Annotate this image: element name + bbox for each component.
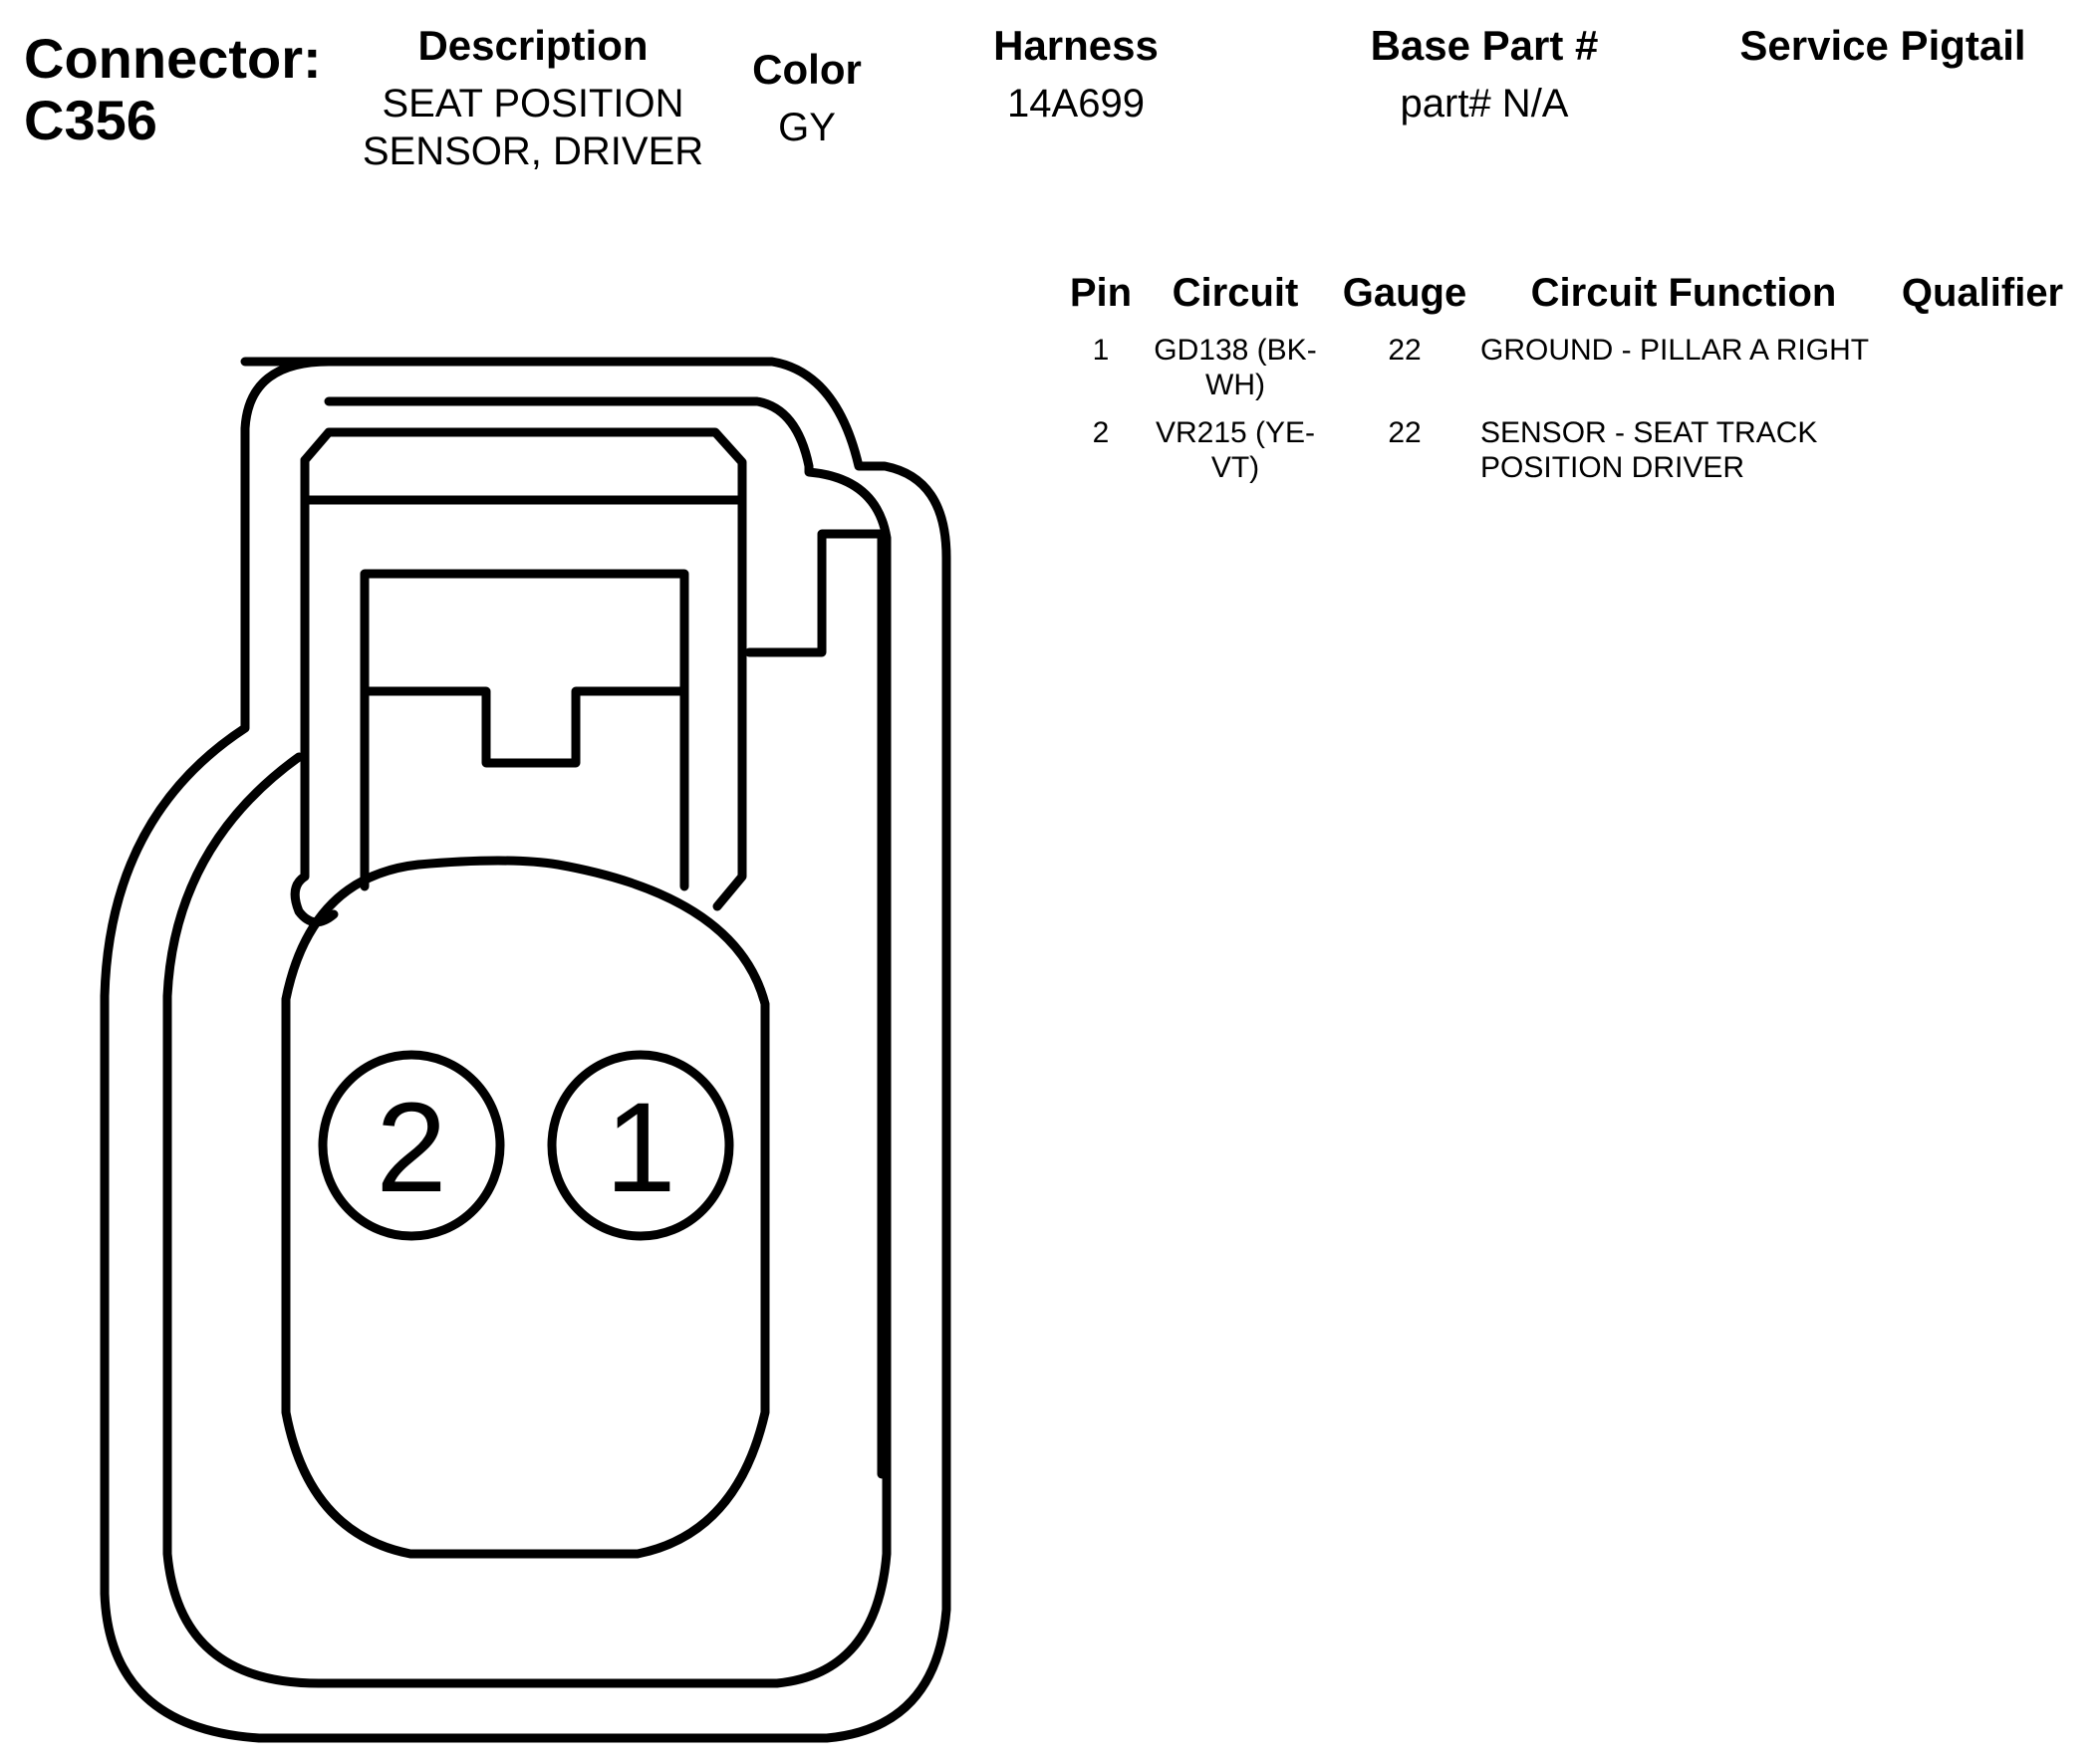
harness-title: Harness: [993, 22, 1159, 69]
latch-window: [360, 569, 689, 891]
pin-2-circle: [318, 1050, 505, 1241]
table-row-2-function: SENSOR - SEAT TRACK POSITION DRIVER: [1480, 416, 1818, 484]
description-value: SEAT POSITION SENSOR, DRIVER: [362, 82, 704, 173]
service-pigtail-title: Service Pigtail: [1739, 22, 2026, 69]
pin-cavity-body: [281, 856, 770, 1559]
latch-tab: [744, 529, 887, 657]
connector-face-drawing: 2 1: [100, 357, 951, 1743]
connector-label: Connector: C356: [24, 27, 322, 151]
table-row-2-pin: 2: [1092, 416, 1110, 449]
base-part-value: part# N/A: [1400, 82, 1569, 126]
col-header-qualifier: Qualifier: [1901, 271, 2064, 315]
pin-1-circle: [547, 1050, 734, 1241]
table-row-2-circuit: VR215 (YE- VT): [1155, 416, 1316, 484]
housing-inner-outline: [162, 396, 892, 1688]
latch-frame-left: [290, 455, 339, 927]
latch-frame: [300, 427, 747, 911]
harness-value: 14A699: [1007, 82, 1145, 126]
table-row-2-gauge: 22: [1388, 416, 1422, 449]
color-title: Color: [752, 46, 862, 93]
housing-outer-outline: [100, 357, 951, 1743]
latch-key: [360, 686, 689, 768]
table-row-1-pin: 1: [1092, 334, 1110, 367]
pin-2-label: 2: [376, 1077, 446, 1219]
pin-1-label: 1: [605, 1077, 675, 1219]
table-row-1-gauge: 22: [1388, 334, 1422, 367]
description-title: Description: [417, 22, 649, 69]
col-header-circuit-function: Circuit Function: [1530, 271, 1837, 315]
base-part-title: Base Part #: [1370, 22, 1599, 69]
color-value: GY: [778, 106, 836, 149]
col-header-circuit: Circuit: [1172, 271, 1299, 315]
table-row-1-function: GROUND - PILLAR A RIGHT: [1480, 334, 1870, 367]
col-header-pin: Pin: [1069, 271, 1133, 315]
table-row-1-circuit: GD138 (BK- WH): [1154, 334, 1317, 401]
col-header-gauge: Gauge: [1342, 271, 1467, 315]
